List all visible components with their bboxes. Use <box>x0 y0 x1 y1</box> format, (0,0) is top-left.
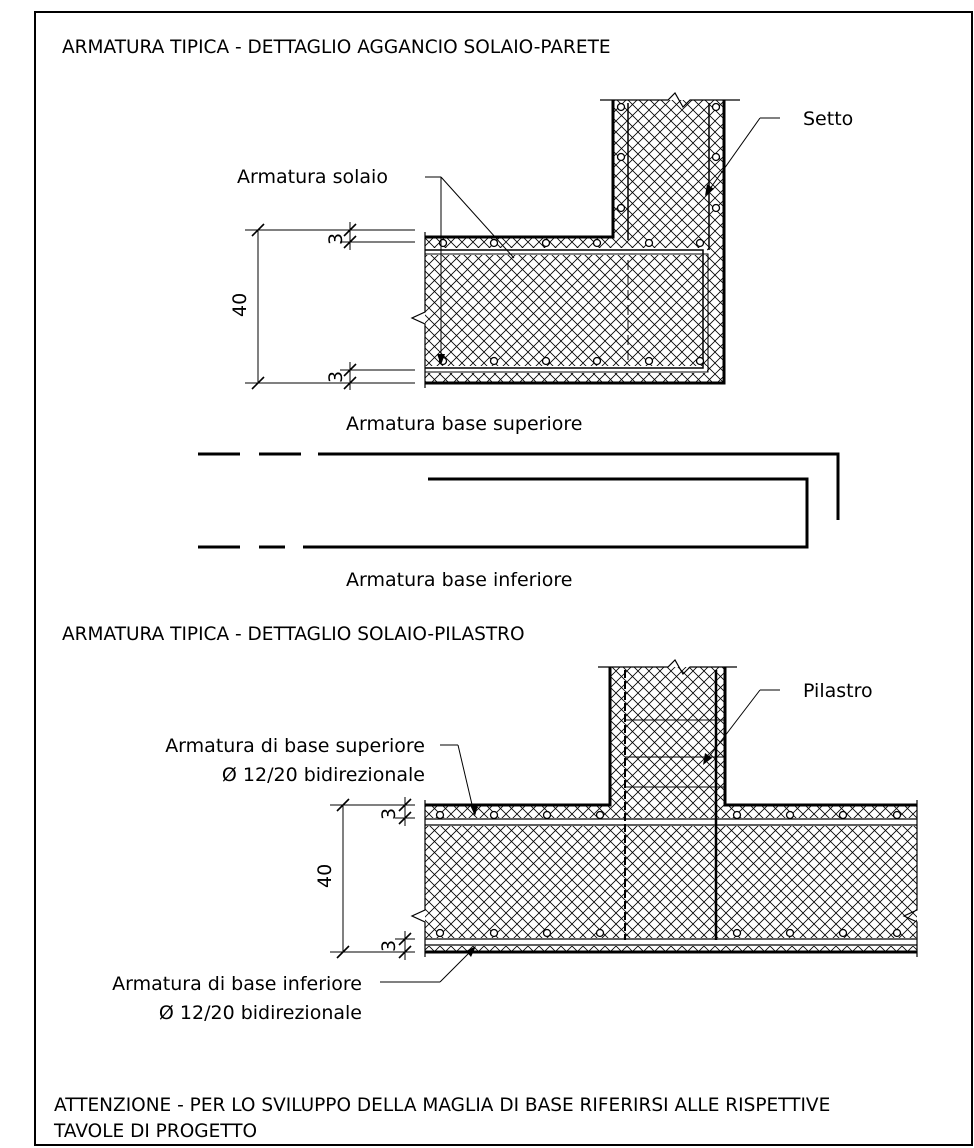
label-top-bar: Armatura base superiore <box>346 413 582 435</box>
slab-top-bars <box>438 238 705 248</box>
leader-wall <box>706 117 780 194</box>
bottom-cover-strip-2 <box>425 938 917 946</box>
dim-total-label-2: 40 <box>314 864 336 888</box>
slab-wall-detail: 40 3 3 Armatura solaio Setto <box>229 92 853 390</box>
slab-break-left <box>410 800 426 957</box>
sheet-border <box>34 11 973 1146</box>
leader-top-reinf <box>440 744 475 814</box>
leader-bottom-reinf <box>380 948 474 983</box>
section1-title: ARMATURA TIPICA - DETTAGLIO AGGANCIO SOL… <box>62 37 611 58</box>
dim-cover-bottom-label-2: 3 <box>378 940 400 952</box>
dim-cover-top-label: 3 <box>325 233 347 245</box>
wall-bars <box>616 102 721 213</box>
slab-top-edge <box>425 100 615 239</box>
slab-bottom-bars <box>438 356 705 366</box>
slab-rebars-2 <box>425 719 917 946</box>
dim-cover-bottom-label: 3 <box>325 371 347 383</box>
leader-wall-arrowhead <box>705 184 714 196</box>
dim-total-label: 40 <box>229 293 251 317</box>
slab-rebar-loop <box>425 249 704 369</box>
label-bottom-bar: Armatura base inferiore <box>346 569 572 591</box>
slab-rebar-inner <box>425 253 709 373</box>
bottom-cover-strip <box>425 366 707 373</box>
leader-top-arrowhead <box>470 805 478 816</box>
wall-break-line <box>600 92 740 108</box>
concrete-hatch-2 <box>425 667 917 952</box>
leader-slab-reinf <box>425 176 515 362</box>
label-bottom-reinf-line1: Armatura di base inferiore <box>112 973 362 995</box>
leader-arrowhead <box>437 354 445 365</box>
label-bottom-reinf-line2: Ø 12/20 bidirezionale <box>159 1002 362 1024</box>
top-cover-strip <box>425 248 707 255</box>
leader-column <box>704 689 780 763</box>
bar-shapes <box>198 452 840 549</box>
wall-outer-edge <box>425 100 726 385</box>
dimension-lines-2 <box>330 797 415 960</box>
leader-bottom-arrowhead <box>466 946 476 957</box>
dimension-lines-1 <box>245 222 415 390</box>
leader-column-arrowhead <box>703 753 712 765</box>
slab-top-bars-2 <box>435 810 902 820</box>
label-wall: Setto <box>803 108 853 130</box>
slab-break-right <box>902 800 918 957</box>
slab-top-edge-left <box>425 667 612 807</box>
slab-column-detail: 40 3 3 Pilastro Armatura di base superio… <box>112 659 918 1024</box>
dim-cover-top-label-2: 3 <box>378 808 400 820</box>
section2-title: ARMATURA TIPICA - DETTAGLIO SOLAIO-PILAS… <box>62 624 525 645</box>
footer-note-line1: ATTENZIONE - PER LO SVILUPPO DELLA MAGLI… <box>54 1095 830 1116</box>
label-column: Pilastro <box>803 680 873 702</box>
label-top-reinf-line1: Armatura di base superiore <box>165 735 425 757</box>
slab-top-edge-right <box>723 667 917 807</box>
slab-break-line <box>410 232 426 388</box>
slab-bottom-bars-2 <box>435 928 902 938</box>
label-slab-reinf: Armatura solaio <box>237 166 388 188</box>
top-cover-strip-2 <box>425 818 917 826</box>
column-break-line <box>598 659 737 675</box>
concrete-hatch <box>425 100 724 383</box>
footer-note-line2: TAVOLE DI PROGETTO <box>53 1121 257 1142</box>
label-top-reinf-line2: Ø 12/20 bidirezionale <box>222 764 425 786</box>
